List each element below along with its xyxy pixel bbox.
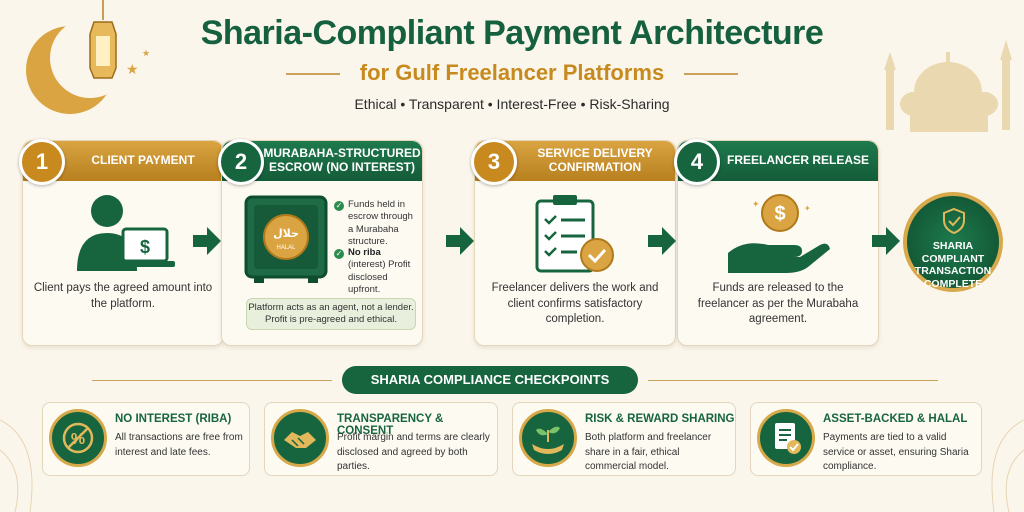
checkpoint-description: Both platform and freelancer share in a … — [585, 432, 712, 472]
mosque-silhouette-icon — [884, 40, 1012, 132]
escrow-bullet: Funds held in escrow through a Murabaha … — [348, 199, 413, 248]
lantern-icon — [89, 0, 117, 79]
checkpoint-transparency: TRANSPARENCY & CONSENT Profit margin and… — [264, 402, 498, 476]
checkpoint-description: Payments are tied to a valid service or … — [823, 432, 969, 472]
step-number: 1 — [19, 139, 65, 185]
svg-text:$: $ — [774, 203, 785, 225]
step-number: 4 — [674, 139, 720, 185]
checkpoint-description: All transactions are free from interest … — [115, 432, 243, 458]
vault-icon: حلال HALAL — [244, 195, 328, 283]
badge-text: SHARIA COMPLIANT TRANSACTION COMPLETE — [914, 240, 992, 290]
step-description: Client pays the agreed amount into the p… — [33, 282, 213, 310]
no-percent-icon: % — [49, 409, 107, 467]
svg-text:✦: ✦ — [804, 204, 811, 213]
arrow-right-icon — [872, 227, 900, 255]
subtitle-divider-left — [286, 73, 340, 75]
arrow-right-icon — [446, 227, 474, 255]
checkpoint-title: RISK & REWARD SHARING — [585, 413, 735, 425]
agent-note: Platform acts as an agent, not a lender.… — [246, 298, 416, 330]
svg-text:حلال: حلال — [273, 227, 299, 240]
shield-check-icon — [943, 208, 965, 234]
page-title: Sharia-Compliant Payment Architecture — [200, 14, 824, 52]
step-description: Funds are released to the freelancer as … — [697, 282, 859, 326]
checkpoint-description: Profit margin and terms are clearly disc… — [337, 432, 490, 472]
step-card-client-payment: CLIENT PAYMENT 1 $ Client pays the agree… — [19, 139, 224, 346]
check-icon: ✓ — [334, 201, 344, 211]
checkpoint-title: ASSET-BACKED & HALAL — [823, 413, 968, 425]
star-icon: ★ — [142, 48, 150, 58]
svg-text:✦: ✦ — [752, 199, 760, 209]
document-check-icon — [757, 409, 815, 467]
checklist-icon — [535, 195, 614, 273]
checkpoint-no-interest: % NO INTEREST (RIBA) All transactions ar… — [42, 402, 250, 476]
sprout-hands-icon — [519, 409, 577, 467]
svg-text:HALAL: HALAL — [276, 245, 296, 251]
arrow-right-icon — [193, 227, 221, 255]
checkpoint-title: NO INTEREST (RIBA) — [115, 413, 232, 425]
client-laptop-icon: $ — [77, 195, 175, 271]
corner-pattern-icon — [0, 419, 1024, 512]
star-icon: ★ — [126, 61, 139, 77]
svg-text:$: $ — [140, 237, 150, 257]
subtitle-divider-right — [684, 73, 738, 75]
checkpoint-asset-backed: ASSET-BACKED & HALAL Payments are tied t… — [750, 402, 982, 476]
compliance-complete-badge: SHARIA COMPLIANT TRANSACTION COMPLETE — [903, 192, 1003, 292]
checkpoint-risk-sharing: RISK & REWARD SHARING Both platform and … — [512, 402, 736, 476]
step-card-freelancer-release: FREELANCER RELEASE 4 $ ✦ ✦ Funds are rel… — [674, 139, 879, 346]
checkpoint-divider-left — [92, 380, 332, 381]
checkpoint-divider-right — [648, 380, 938, 381]
arrow-right-icon — [648, 227, 676, 255]
page-subtitle: for Gulf Freelancer Platforms — [359, 60, 665, 85]
check-icon: ✓ — [334, 249, 344, 259]
handshake-icon — [271, 409, 329, 467]
hand-coin-icon: $ ✦ ✦ — [728, 194, 830, 273]
step-number: 2 — [218, 139, 264, 185]
step-description: Freelancer delivers the work and client … — [491, 282, 659, 326]
step-number: 3 — [471, 139, 517, 185]
checkpoints-heading: SHARIA COMPLIANCE CHECKPOINTS — [342, 366, 638, 394]
escrow-bullet: No riba (interest) Profit disclosed upfr… — [348, 247, 411, 296]
page-tagline: Ethical • Transparent • Interest-Free • … — [354, 96, 670, 112]
checkpoint-title: TRANSPARENCY & CONSENT — [337, 413, 444, 437]
